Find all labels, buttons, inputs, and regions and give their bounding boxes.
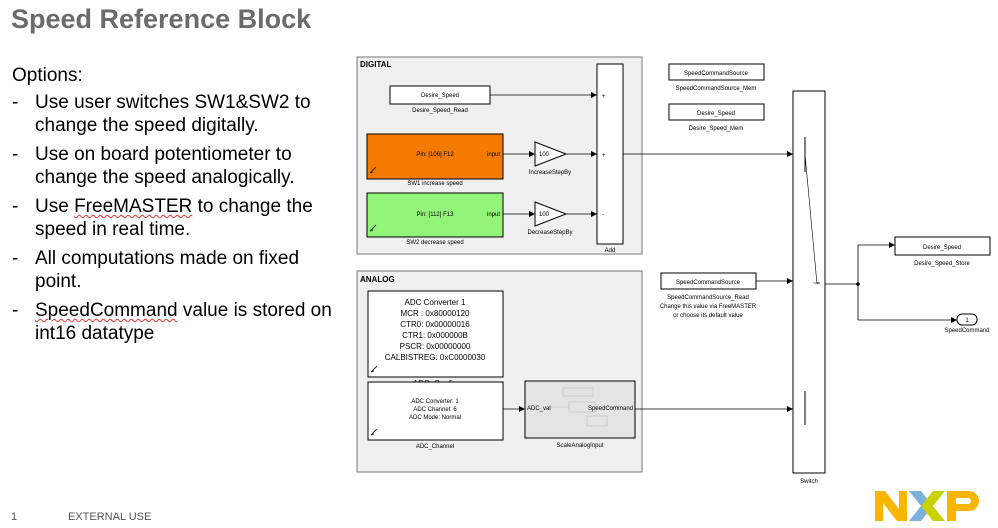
options-heading: Options: bbox=[12, 65, 83, 86]
block-caption: Desire_Speed_Mem bbox=[689, 126, 744, 132]
footer-classification: EXTERNAL USE bbox=[68, 511, 152, 523]
speed-command-source-mem-block[interactable] bbox=[668, 63, 765, 81]
block-caption: SpeedCommand bbox=[944, 328, 989, 334]
block-caption: ScaleAnalogInput bbox=[556, 443, 603, 449]
option-text: Use user switches SW1&SW2 to change the … bbox=[35, 92, 311, 136]
option-text: value is stored on int16 datatype bbox=[35, 300, 332, 344]
block-caption: Desire_Speed_Read bbox=[412, 108, 468, 114]
logo-x-right-shape bbox=[921, 491, 945, 521]
option-keyword: FreeMASTER bbox=[74, 196, 193, 217]
page-number: 1 bbox=[11, 511, 18, 523]
adc-config-block[interactable] bbox=[367, 290, 504, 378]
adc-channel-line: ADC Mode: Normal bbox=[409, 415, 461, 421]
block-label: Pin: [112] F13 bbox=[417, 212, 455, 218]
port-label: input bbox=[487, 152, 500, 158]
option-item: Use on board potentiometer to change the… bbox=[12, 143, 342, 189]
simulink-diagram: DIGITAL Desire_Speed Desire_Speed_Read P… bbox=[356, 56, 991, 485]
add-sign: + bbox=[602, 94, 606, 100]
subsystem-preview bbox=[543, 387, 617, 427]
analog-panel-label: ANALOG bbox=[360, 275, 395, 284]
speed-command-outport[interactable] bbox=[956, 313, 978, 326]
adc-channel-line: ADC Channel: 6 bbox=[413, 407, 457, 413]
sw1-block[interactable] bbox=[366, 133, 504, 180]
slide-title: Speed Reference Block bbox=[11, 4, 312, 34]
add-sign: + bbox=[602, 153, 606, 159]
option-text: to change the speed in real time. bbox=[35, 196, 313, 240]
sw2-block[interactable] bbox=[366, 192, 504, 238]
option-text: Use on board potentiometer to change the… bbox=[35, 144, 295, 188]
block-caption: Add bbox=[605, 248, 616, 254]
block-caption: ADC_Channel bbox=[416, 444, 454, 450]
gain-decrease-block[interactable] bbox=[534, 201, 568, 227]
option-text: Use bbox=[35, 196, 75, 217]
outport-number: 1 bbox=[965, 318, 969, 324]
option-item: SpeedCommand value is stored on int16 da… bbox=[12, 299, 342, 345]
block-label: Desire_Speed bbox=[421, 93, 459, 99]
block-label: Desire_Speed bbox=[923, 245, 961, 251]
gain-increase-block[interactable] bbox=[534, 141, 568, 167]
block-label: Pin: [106] F12 bbox=[416, 152, 454, 158]
gain-value: 100 bbox=[539, 152, 550, 158]
adc-config-line: ADC Converter 1 bbox=[405, 298, 466, 307]
block-caption: SpeedCommandSource_Mem bbox=[676, 86, 757, 92]
branch-point bbox=[856, 282, 860, 286]
block-label: Desire_Speed bbox=[697, 111, 735, 117]
block-caption: or choose its default value bbox=[673, 313, 743, 319]
link-icon bbox=[370, 428, 378, 436]
link-icon bbox=[369, 224, 377, 232]
adc-config-line: PSCR: 0x00000000 bbox=[400, 342, 471, 351]
option-item: Use FreeMASTER to change the speed in re… bbox=[12, 195, 342, 241]
block-caption: SW1 increase speed bbox=[407, 181, 462, 187]
adc-config-line: CTR1: 0x000000B bbox=[402, 331, 468, 340]
nxp-logo bbox=[875, 491, 979, 521]
link-icon bbox=[370, 365, 378, 373]
logo-p-shape bbox=[947, 491, 979, 521]
port-label: SpeedCommand bbox=[588, 406, 633, 412]
option-item: Use user switches SW1&SW2 to change the … bbox=[12, 91, 342, 137]
option-keyword: SpeedCommand bbox=[35, 300, 178, 321]
add-block[interactable] bbox=[596, 63, 624, 245]
port-label: input bbox=[487, 212, 500, 218]
port-label: ADC_val bbox=[527, 406, 551, 412]
gain-value: 100 bbox=[539, 212, 550, 218]
block-caption: Switch bbox=[800, 479, 818, 485]
option-text: All computations made on fixed point. bbox=[35, 248, 300, 292]
switch-threshold: ~= bbox=[813, 281, 821, 287]
desire-speed-store-block[interactable] bbox=[894, 236, 991, 256]
block-caption: DecreaseStepBy bbox=[527, 230, 572, 236]
logo-n-shape bbox=[875, 491, 907, 521]
block-label: SpeedCommandSource bbox=[684, 71, 749, 77]
scale-analog-input-block[interactable] bbox=[524, 380, 636, 439]
adc-config-line: CALBISTREG: 0xC0000030 bbox=[385, 353, 486, 362]
add-sign: - bbox=[602, 212, 604, 218]
options-list: Options: Use user switches SW1&SW2 to ch… bbox=[12, 64, 342, 351]
link-icon bbox=[369, 166, 377, 174]
block-caption: Desire_Speed_Store bbox=[914, 261, 970, 267]
block-caption: IncreaseStepBy bbox=[529, 170, 571, 176]
block-caption: SW2 decrease speed bbox=[406, 240, 463, 246]
block-label: SpeedCommandSource bbox=[676, 280, 741, 286]
adc-config-line: CTR0: 0x00000016 bbox=[400, 320, 470, 329]
desire-speed-mem-block[interactable] bbox=[668, 103, 765, 121]
block-caption: Change this value via FreeMASTER bbox=[660, 304, 757, 310]
adc-channel-line: ADC Converter: 1 bbox=[411, 399, 459, 405]
adc-config-line: MCR : 0x80000120 bbox=[401, 309, 470, 318]
option-item: All computations made on fixed point. bbox=[12, 247, 342, 293]
digital-panel-label: DIGITAL bbox=[360, 60, 392, 69]
switch-contact bbox=[804, 153, 818, 285]
switch-block[interactable] bbox=[792, 90, 826, 474]
block-caption: SpeedCommandSource_Read bbox=[667, 295, 749, 301]
adc-channel-block[interactable] bbox=[367, 381, 504, 441]
